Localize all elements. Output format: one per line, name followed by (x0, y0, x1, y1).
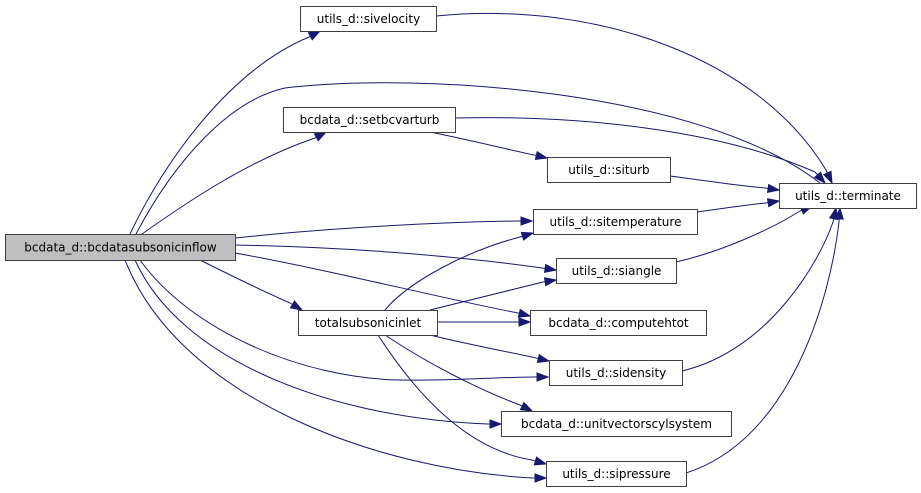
edge-line-tail (519, 232, 534, 238)
edge-line (129, 36, 310, 235)
node-sidensity[interactable]: utils_d::sidensity (549, 360, 683, 386)
node-label: utils_d::sipressure (562, 467, 670, 481)
edge-totalsubsonicinlet-to-computehtot (437, 317, 532, 327)
node-box[interactable] (501, 411, 732, 437)
edge-line-tail (542, 279, 557, 283)
edge-root-to-siangle (234, 244, 558, 274)
edge-setbcvarturb-to-terminate (454, 117, 826, 185)
node-root[interactable]: bcdata_d::bcdatasubsonicinflow (5, 234, 236, 261)
edge-line (234, 244, 543, 269)
edge-line-tail (531, 459, 547, 465)
node-box[interactable] (530, 310, 707, 336)
node-sitemperature[interactable]: utils_d::sitemperature (533, 209, 698, 235)
node-label: bcdata_d::setbcvarturb (300, 113, 440, 127)
node-setbcvarturb[interactable]: bcdata_d::setbcvarturb (283, 107, 456, 133)
edge-line (134, 259, 489, 425)
edge-totalsubsonicinlet-to-sitemperature (384, 231, 535, 311)
edge-line (696, 202, 767, 213)
edge-setbcvarturb-to-siturb (429, 131, 549, 161)
edge-totalsubsonicinlet-to-sidensity (429, 334, 551, 364)
node-label: utils_d::siturb (568, 163, 649, 177)
edge-line (429, 131, 535, 156)
edge-siturb-to-terminate (669, 175, 781, 194)
edge-root-to-sipressure (124, 259, 548, 483)
node-box[interactable] (300, 6, 437, 32)
edge-line (685, 221, 840, 474)
edge-line-tail (764, 187, 780, 191)
edge-root-to-computehtot (234, 252, 532, 318)
edge-root-to-sitemperature (234, 216, 534, 239)
edge-line-tail (533, 154, 548, 159)
node-siangle[interactable]: utils_d::siangle (556, 258, 677, 284)
edge-line (384, 236, 521, 311)
edge-line (234, 252, 519, 314)
node-label: utils_d::sitemperature (550, 215, 682, 229)
edge-sivelocity-to-terminate (435, 13, 833, 185)
edge-line-tail (517, 312, 531, 317)
node-computehtot[interactable]: bcdata_d::computehtot (530, 310, 707, 336)
edge-totalsubsonicinlet-to-siangle (429, 277, 558, 311)
edge-line (435, 13, 827, 171)
node-label: bcdata_d::unitvectorscylsystem (521, 417, 712, 431)
node-sipressure[interactable]: utils_d::sipressure (546, 461, 687, 487)
node-label: totalsubsonicinlet (315, 316, 422, 330)
edge-line (377, 334, 533, 461)
node-box[interactable] (298, 310, 438, 336)
node-siturb[interactable]: utils_d::siturb (547, 157, 671, 183)
edge-sipressure-to-terminate (685, 206, 844, 474)
edge-line-tail (535, 357, 550, 362)
node-label: utils_d::sidensity (566, 366, 667, 380)
node-sivelocity[interactable]: utils_d::sivelocity (300, 6, 437, 32)
edge-root-to-setbcvarturb (141, 131, 328, 235)
node-box[interactable] (556, 258, 677, 284)
edge-line (681, 221, 834, 372)
edge-line (135, 82, 821, 235)
node-box[interactable] (5, 234, 236, 261)
node-box[interactable] (547, 157, 671, 183)
edge-totalsubsonicinlet-to-sipressure (377, 334, 548, 466)
edge-root-to-terminate (135, 82, 827, 235)
edge-line-tail (814, 171, 826, 184)
edge-line-tail (832, 207, 837, 223)
node-label: utils_d::sivelocity (317, 12, 420, 26)
edge-line (234, 220, 520, 239)
edge-root-to-unitvectorscylsystem (134, 259, 503, 429)
node-box[interactable] (779, 183, 917, 209)
edge-line-tail (541, 267, 557, 271)
edge-line (141, 137, 316, 235)
node-label: utils_d::siangle (572, 264, 662, 278)
edge-line (139, 259, 536, 381)
node-label: bcdata_d::bcdatasubsonicinflow (24, 241, 217, 255)
edge-root-to-totalsubsonicinlet (199, 259, 304, 311)
edge-line (429, 334, 537, 359)
edge-line-tail (519, 404, 533, 412)
edge-line (675, 210, 801, 263)
edge-line (384, 334, 521, 406)
edge-line-tail (765, 200, 780, 204)
edge-line-tail (289, 302, 303, 311)
node-box[interactable] (533, 209, 698, 235)
node-box[interactable] (283, 107, 456, 133)
edge-line-tail (838, 207, 841, 223)
edge-totalsubsonicinlet-to-unitvectorscylsystem (384, 334, 534, 412)
edge-line (429, 281, 544, 311)
node-terminate[interactable]: utils_d::terminate (779, 183, 917, 209)
edge-sitemperature-to-terminate (696, 198, 781, 213)
node-label: bcdata_d::computehtot (548, 316, 689, 330)
edge-line-tail (825, 169, 833, 184)
node-box[interactable] (549, 360, 683, 386)
edge-line (124, 259, 534, 479)
node-label: utils_d::terminate (795, 189, 901, 203)
node-box[interactable] (546, 461, 687, 487)
edge-line (454, 117, 816, 173)
edges-layer (124, 13, 844, 483)
nodes-layer: bcdata_d::bcdatasubsonicinflowutils_d::s… (5, 6, 917, 487)
edge-line (669, 175, 766, 189)
node-unitvectorscylsystem[interactable]: bcdata_d::unitvectorscylsystem (501, 411, 732, 437)
edge-root-to-sidensity (139, 259, 550, 382)
node-totalsubsonicinlet[interactable]: totalsubsonicinlet (298, 310, 438, 336)
edge-line (199, 259, 291, 304)
